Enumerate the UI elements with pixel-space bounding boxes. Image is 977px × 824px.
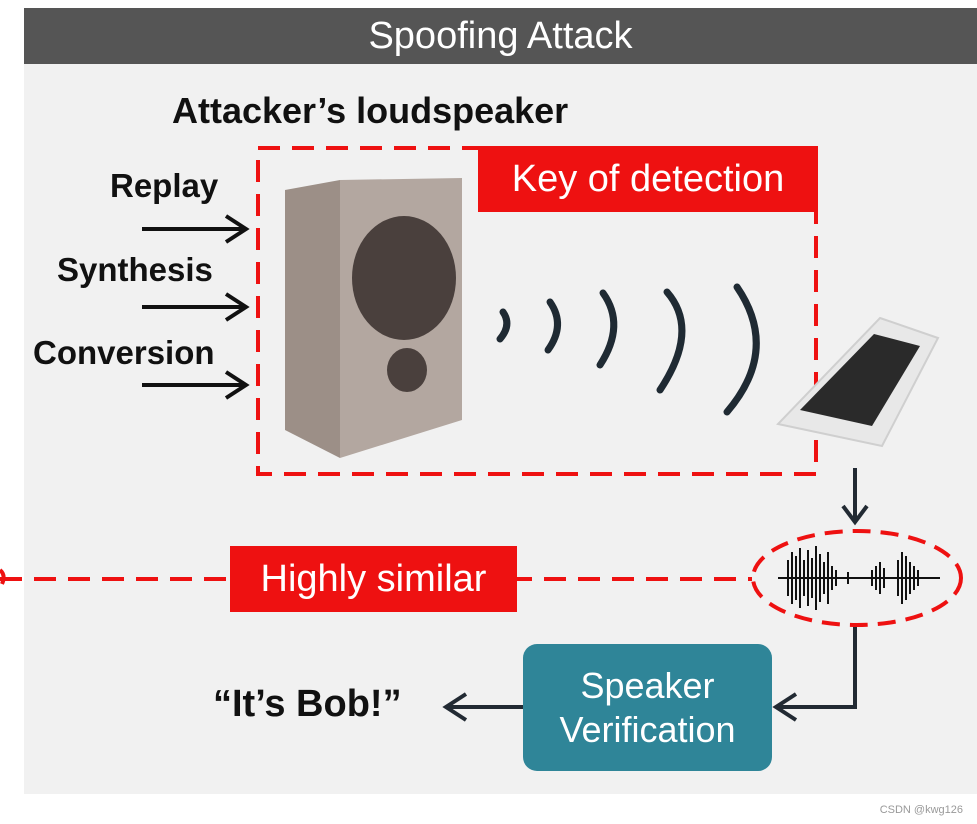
watermark: CSDN @kwg126	[879, 804, 963, 816]
waveform-to-verification-arrow	[772, 627, 857, 722]
input-label-conversion: Conversion	[33, 334, 215, 371]
verification-line1: Speaker	[580, 664, 715, 706]
loudspeaker-label: Attacker’s loudspeaker	[172, 90, 569, 131]
similarity-line-end	[0, 568, 6, 585]
result-text: “It’s Bob!”	[213, 683, 402, 725]
loudspeaker-icon	[285, 178, 462, 458]
verification-line2: Verification	[559, 708, 736, 750]
verification-to-result-arrow	[442, 692, 523, 722]
input-label-replay: Replay	[110, 167, 219, 204]
audio-waveform-icon	[778, 546, 940, 610]
sound-waves-icon	[496, 283, 760, 416]
speaker-verification-box: Speaker Verification	[523, 644, 772, 771]
input-label-synthesis: Synthesis	[57, 251, 213, 288]
title-bar: Spoofing Attack	[24, 8, 977, 64]
smartphone-icon	[776, 316, 940, 448]
key-of-detection-badge: Key of detection	[478, 146, 818, 212]
input-arrows	[142, 214, 250, 400]
waveform-dashed-ellipse	[751, 529, 963, 627]
highly-similar-badge: Highly similar	[230, 546, 517, 612]
phone-to-waveform-arrow	[841, 468, 869, 526]
